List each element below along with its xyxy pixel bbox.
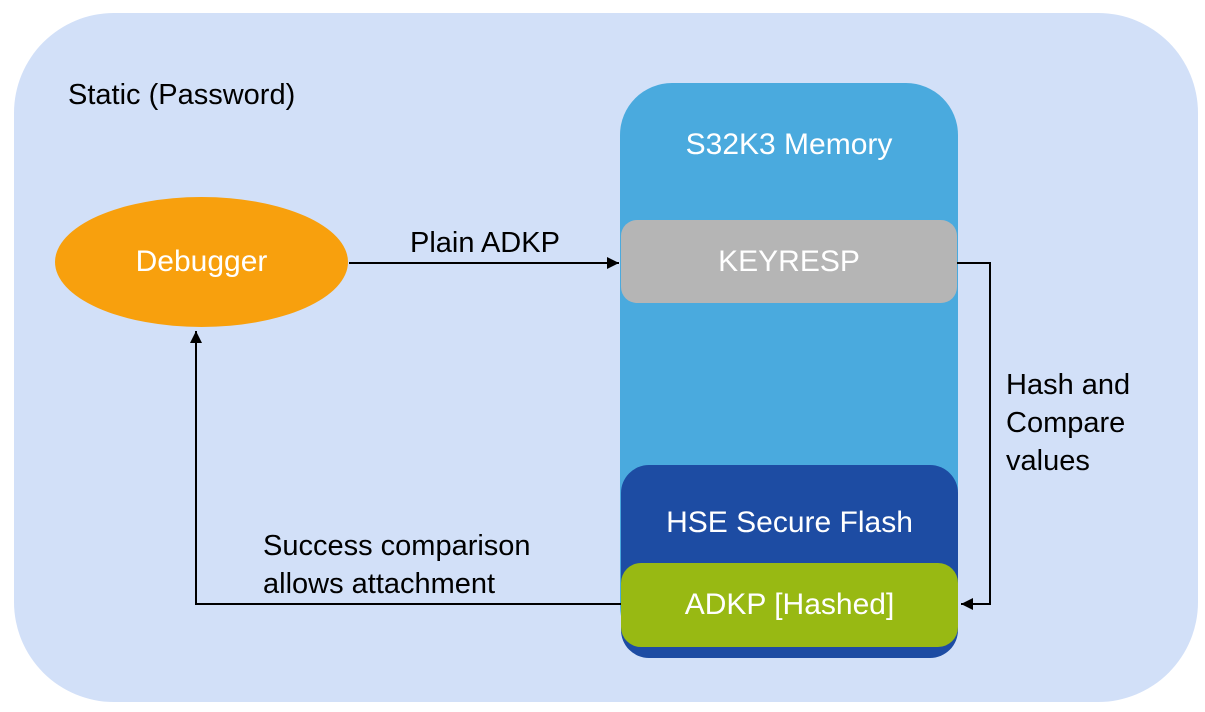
debugger-label: Debugger [135,245,268,278]
diagram-title: Static (Password) [68,79,296,111]
s32k3-memory-label: S32K3 Memory [685,128,893,161]
hse-secure-flash-label: HSE Secure Flash [666,506,913,539]
keyresp-node: KEYRESP [621,220,957,303]
keyresp-label: KEYRESP [718,244,860,278]
debugger-node: Debugger [55,197,348,327]
hash-compare-values-label: Hash and Compare values [1006,369,1131,477]
plain-adkp-label: Plain ADKP [410,227,560,259]
adkp-hashed-label: ADKP [Hashed] [684,588,895,621]
adkp-hashed-node: ADKP [Hashed] [621,563,958,647]
diagram-panel [14,13,1198,702]
success-comparison-label: Success comparison allows attachment [263,530,531,600]
